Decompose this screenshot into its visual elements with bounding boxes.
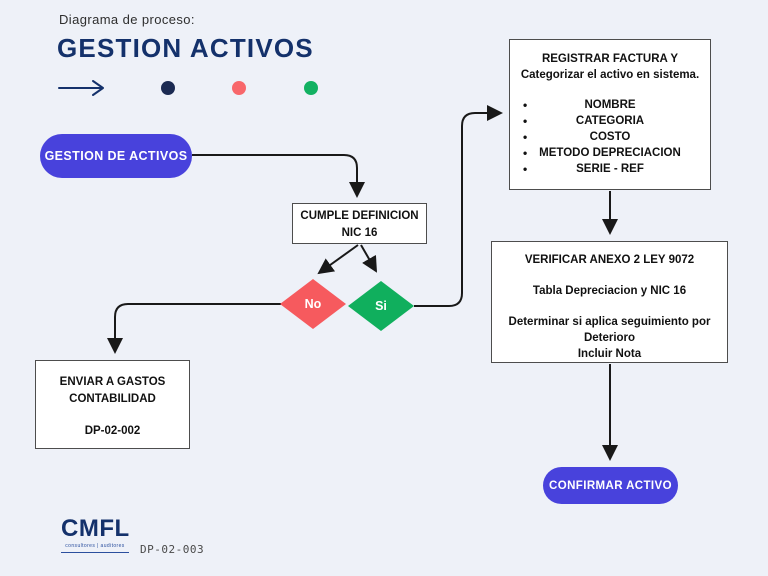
- diagram-subtitle: Diagrama de proceso:: [59, 12, 195, 27]
- cumple-line2: NIC 16: [341, 227, 378, 239]
- verificar-line2: Tabla Depreciacion y NIC 16: [532, 285, 687, 297]
- registrar-item: METODO DEPRECIACION: [510, 145, 710, 161]
- company-logo-tagline: consultores | auditores: [61, 543, 129, 553]
- spacer: [36, 408, 189, 423]
- registrar-title-line1: REGISTRAR FACTURA Y: [541, 53, 679, 65]
- accent-dot-red-icon: [232, 81, 246, 95]
- decision-si: Si: [348, 281, 414, 331]
- enviar-line1: ENVIAR A GASTOS: [59, 376, 166, 388]
- company-logo-text: CMFL: [61, 515, 130, 542]
- connector-start-to-cumple: [192, 154, 365, 198]
- page-title: GESTION ACTIVOS: [57, 33, 314, 63]
- registrar-title-line2: Categorizar el activo en sistema.: [520, 69, 700, 81]
- node-confirmar-activo-label: CONFIRMAR ACTIVO: [549, 479, 672, 492]
- registrar-item: SERIE - REF: [510, 161, 710, 177]
- node-gestion-de-activos-label: GESTION DE ACTIVOS: [44, 149, 188, 163]
- connector-no-to-enviar: [107, 303, 281, 354]
- spacer: [492, 268, 727, 283]
- registrar-item: NOMBRE: [510, 97, 710, 113]
- document-code: DP-02-003: [140, 543, 205, 556]
- verificar-line3: Determinar si aplica seguimiento por: [508, 316, 711, 328]
- registrar-item: CATEGORIA: [510, 113, 710, 129]
- node-gestion-de-activos: GESTION DE ACTIVOS: [40, 134, 192, 178]
- node-registrar-factura: REGISTRAR FACTURA Y Categorizar el activ…: [509, 39, 711, 190]
- decision-no: No: [280, 279, 346, 329]
- node-enviar-gastos: ENVIAR A GASTOS CONTABILIDAD DP-02-002: [35, 360, 190, 449]
- decorative-arrow-icon: [58, 80, 104, 96]
- spacer: [510, 83, 710, 97]
- cumple-line1: CUMPLE DEFINICION: [300, 210, 419, 222]
- node-verificar-anexo: VERIFICAR ANEXO 2 LEY 9072 Tabla Depreci…: [491, 241, 728, 363]
- verificar-line4: Deterioro: [583, 332, 636, 344]
- connector-cumple-to-si: [360, 244, 377, 273]
- connector-cumple-to-no: [317, 244, 359, 275]
- node-confirmar-activo: CONFIRMAR ACTIVO: [543, 467, 678, 504]
- decision-si-label: Si: [375, 299, 387, 313]
- spacer: [492, 299, 727, 314]
- verificar-title: VERIFICAR ANEXO 2 LEY 9072: [524, 254, 695, 266]
- verificar-line5: Incluir Nota: [577, 348, 642, 360]
- node-cumple-definicion: CUMPLE DEFINICION NIC 16: [292, 203, 427, 244]
- accent-dot-green-icon: [304, 81, 318, 95]
- accent-dot-navy-icon: [161, 81, 175, 95]
- connector-si-to-registrar: [414, 105, 503, 307]
- decision-no-label: No: [304, 297, 322, 311]
- enviar-code: DP-02-002: [84, 425, 141, 437]
- registrar-item: COSTO: [510, 129, 710, 145]
- enviar-line2: CONTABILIDAD: [69, 393, 156, 405]
- company-logo: CMFL consultores | auditores: [61, 516, 129, 553]
